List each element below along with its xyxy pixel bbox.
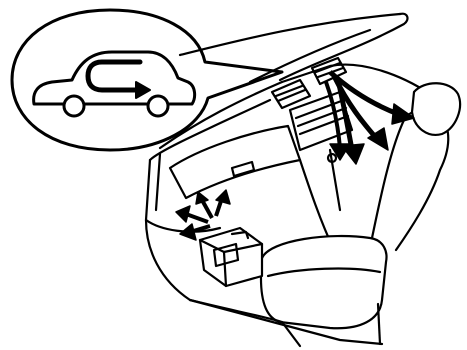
airflow-arrows [175,70,415,241]
center-vents [270,56,354,152]
seat [259,82,462,348]
door-panel [144,218,284,324]
airflow-arrow-foot-left [175,205,209,224]
recirculation-mode-icon [32,50,197,118]
footwell-duct [198,226,264,288]
airflow-arrow-foot-up [214,189,231,217]
airflow-arrow-foot-up-left [195,191,214,219]
windshield-frame [178,12,409,84]
airflow-arrow-foot-down [179,223,211,241]
airflow-arrow-down-left [324,81,351,161]
